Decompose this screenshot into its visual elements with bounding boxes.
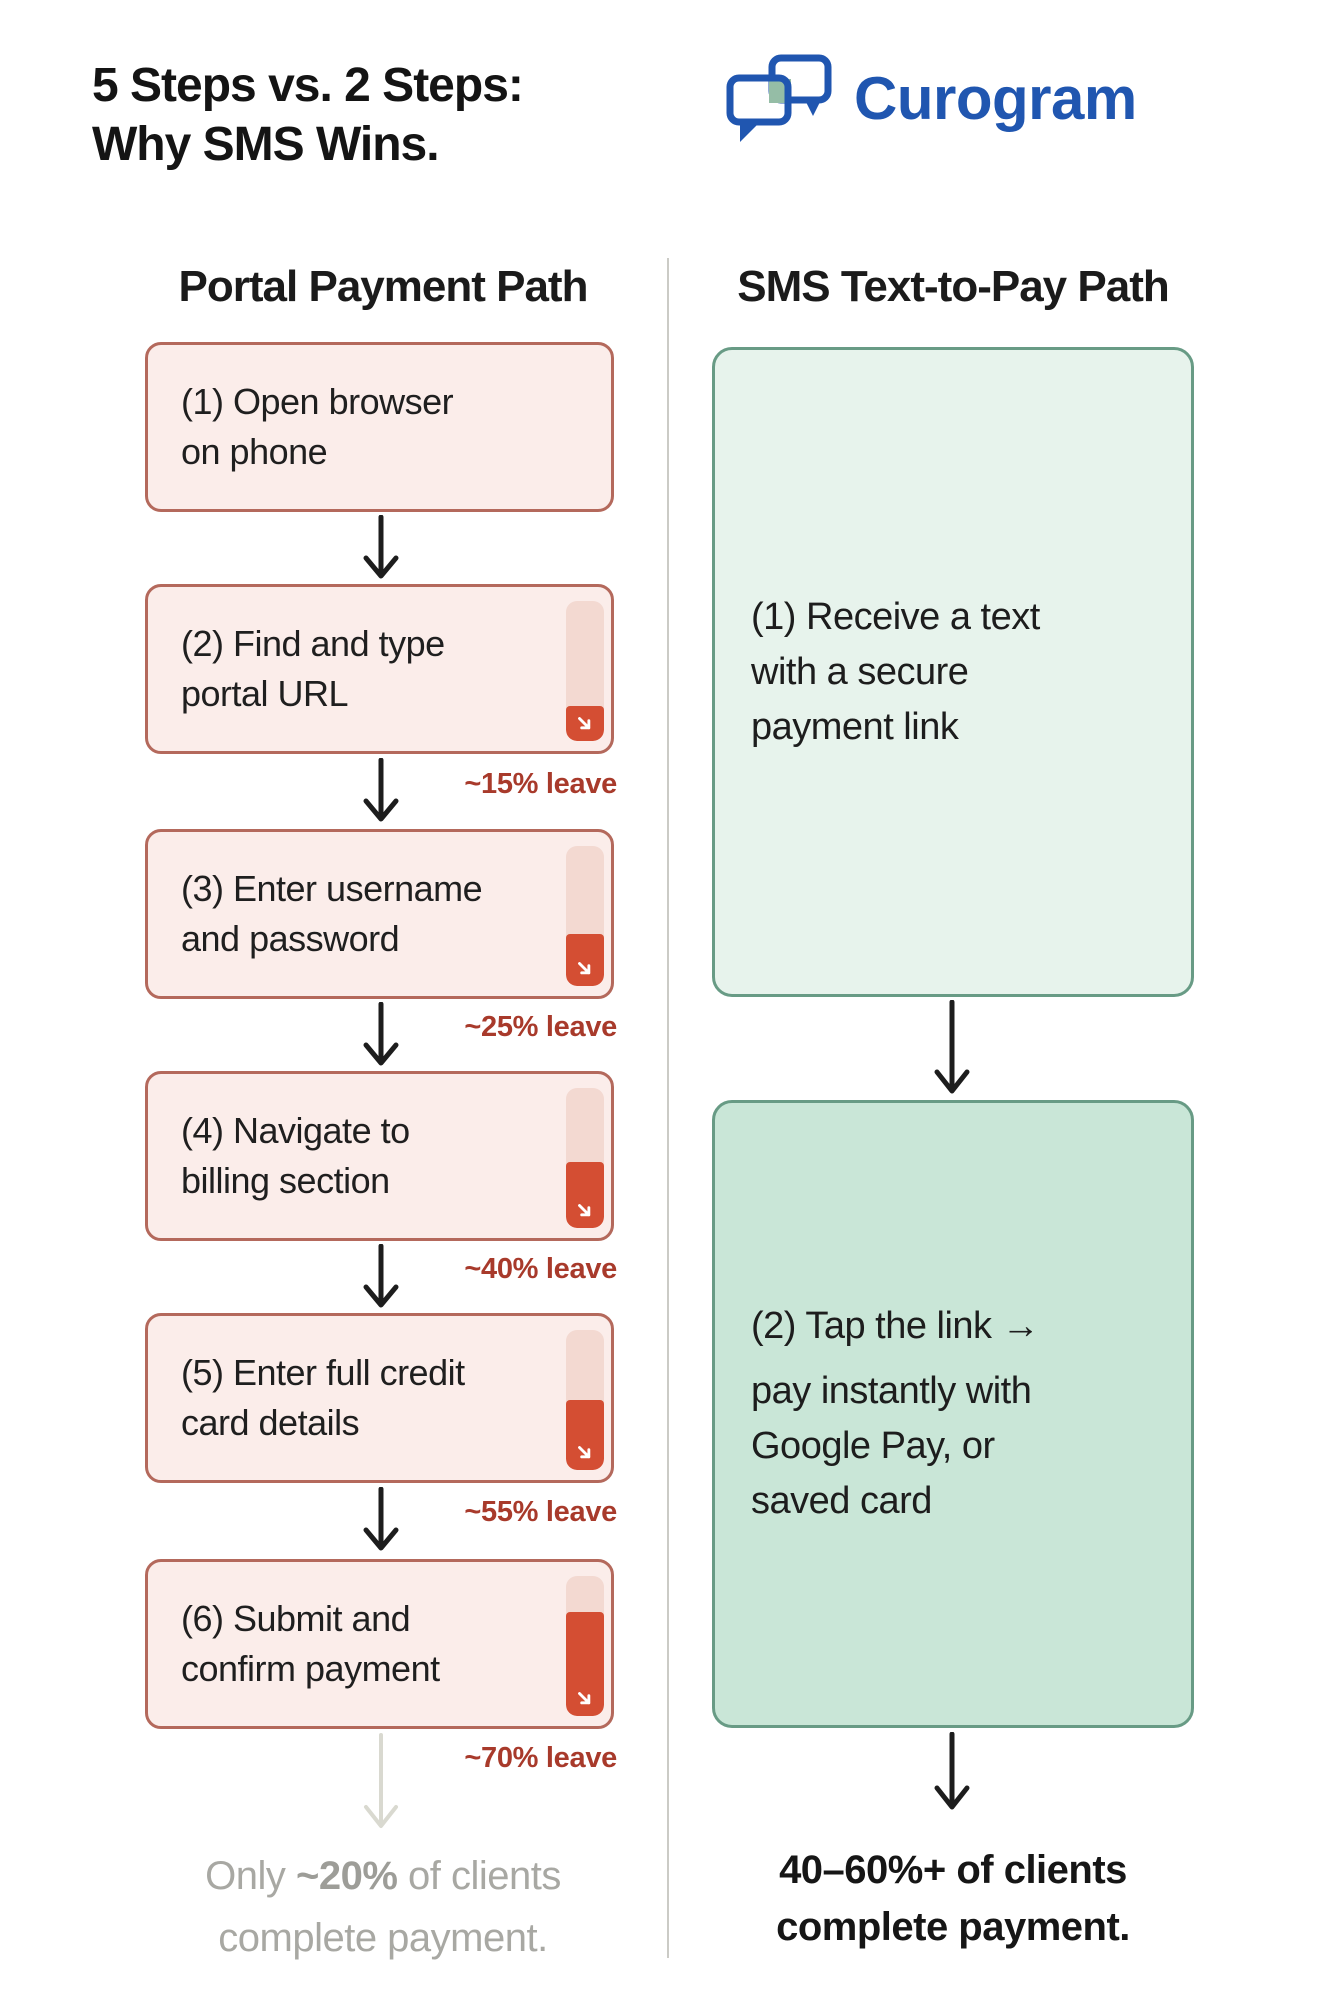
portal-step-3-line2: and password <box>181 918 400 959</box>
portal-step-3-label: (3) Enter username and password <box>148 864 483 964</box>
dropoff-arrow-icon <box>578 1446 591 1459</box>
portal-outcome-percent: ~20% <box>295 1854 398 1898</box>
dropoff-arrow-icon <box>578 962 591 975</box>
leave-label-step-5: ~55% leave <box>464 1496 617 1528</box>
portal-step-2-line2: portal URL <box>181 673 349 714</box>
leave-label-step-2: ~15% leave <box>464 768 617 800</box>
down-arrow-icon <box>363 758 399 822</box>
portal-step-2-label: (2) Find and type portal URL <box>148 619 445 719</box>
page-title: 5 Steps vs. 2 Steps: Why SMS Wins. <box>92 56 524 174</box>
down-arrow-icon <box>363 1487 399 1551</box>
sms-outcome-line2: complete payment. <box>776 1905 1130 1949</box>
portal-step-4-line1: (4) Navigate to <box>181 1110 410 1151</box>
sms-step-2-line2: pay instantly with <box>751 1370 1032 1412</box>
sms-outcome-text: 40–60%+ of clients complete payment. <box>712 1842 1194 1956</box>
logo-wordmark: Curogram <box>854 64 1137 132</box>
page-title-line2: Why SMS Wins. <box>92 118 440 171</box>
portal-column-header: Portal Payment Path <box>178 262 589 311</box>
portal-step-box-4: (4) Navigate to billing section <box>145 1071 614 1241</box>
portal-outcome-line1: Only ~20% of clients <box>205 1854 561 1898</box>
dropoff-meter-fill <box>566 1612 604 1716</box>
portal-step-box-2: (2) Find and type portal URL <box>145 584 614 754</box>
back-bubble-tail <box>804 98 822 116</box>
portal-step-1-label: (1) Open browser on phone <box>148 377 454 477</box>
portal-outcome-line2: complete payment. <box>218 1916 548 1960</box>
portal-step-6-line2: confirm payment <box>181 1648 440 1689</box>
sms-step-2-line4: saved card <box>751 1480 932 1522</box>
dropoff-meter <box>566 1576 604 1716</box>
sms-step-1-line3: payment link <box>751 705 959 748</box>
dropoff-meter-fill <box>566 1400 604 1470</box>
portal-outcome-text: Only ~20% of clients complete payment. <box>148 1845 618 1969</box>
page-title-line1: 5 Steps vs. 2 Steps: <box>92 59 524 112</box>
leave-label-step-3: ~25% leave <box>464 1011 617 1043</box>
dropoff-meter-fill <box>566 934 604 986</box>
portal-step-box-1: (1) Open browser on phone <box>145 342 614 512</box>
front-bubble-tail <box>740 120 762 142</box>
portal-step-5-line2: card details <box>181 1402 360 1443</box>
portal-step-box-5: (5) Enter full credit card details <box>145 1313 614 1483</box>
dropoff-meter <box>566 1088 604 1228</box>
portal-step-box-3: (3) Enter username and password <box>145 829 614 999</box>
sms-step-box-2: (2) Tap the link → pay instantly with Go… <box>712 1100 1194 1728</box>
portal-step-5-line1: (5) Enter full credit <box>181 1352 465 1393</box>
dropoff-arrow-icon <box>578 1692 591 1705</box>
dropoff-meter <box>566 846 604 986</box>
dropoff-meter-fill <box>566 706 604 741</box>
sms-step-2-line1: (2) Tap the link → <box>751 1305 1040 1347</box>
sms-column-header: SMS Text-to-Pay Path <box>737 262 1169 311</box>
sms-step-2-label: (2) Tap the link → pay instantly with Go… <box>715 1299 1040 1529</box>
sms-step-box-1: (1) Receive a text with a secure payment… <box>712 347 1194 997</box>
down-arrow-icon <box>363 1002 399 1066</box>
portal-step-2-line1: (2) Find and type <box>181 623 445 664</box>
chat-bubbles-icon <box>726 54 832 142</box>
portal-step-5-label: (5) Enter full credit card details <box>148 1348 465 1448</box>
faded-down-arrow-icon <box>364 1733 398 1828</box>
portal-step-6-line1: (6) Submit and <box>181 1598 411 1639</box>
column-divider <box>667 258 669 1958</box>
portal-step-4-line2: billing section <box>181 1160 390 1201</box>
dropoff-arrow-icon <box>578 717 591 730</box>
down-arrow-icon <box>934 1000 970 1094</box>
sms-step-1-label: (1) Receive a text with a secure payment… <box>715 590 1040 755</box>
down-arrow-icon <box>934 1732 970 1810</box>
dropoff-arrow-icon <box>578 1204 591 1217</box>
sms-outcome-line1: 40–60%+ of clients <box>779 1848 1127 1892</box>
dropoff-meter <box>566 1330 604 1470</box>
sms-step-2-line3: Google Pay, or <box>751 1425 995 1467</box>
portal-step-4-label: (4) Navigate to billing section <box>148 1106 410 1206</box>
curogram-logo: Curogram <box>722 52 1137 144</box>
down-arrow-icon <box>363 515 399 579</box>
portal-step-3-line1: (3) Enter username <box>181 868 483 909</box>
portal-step-box-6: (6) Submit and confirm payment <box>145 1559 614 1729</box>
portal-step-1-line2: on phone <box>181 431 328 472</box>
dropoff-meter <box>566 601 604 741</box>
down-arrow-icon <box>363 1244 399 1308</box>
sms-step-1-line2: with a secure <box>751 650 969 693</box>
leave-label-step-6: ~70% leave <box>464 1742 617 1774</box>
dropoff-meter-fill <box>566 1162 604 1228</box>
leave-label-step-4: ~40% leave <box>464 1253 617 1285</box>
portal-step-1-line1: (1) Open browser <box>181 381 454 422</box>
portal-step-6-label: (6) Submit and confirm payment <box>148 1594 440 1694</box>
sms-step-1-line1: (1) Receive a text <box>751 595 1040 638</box>
